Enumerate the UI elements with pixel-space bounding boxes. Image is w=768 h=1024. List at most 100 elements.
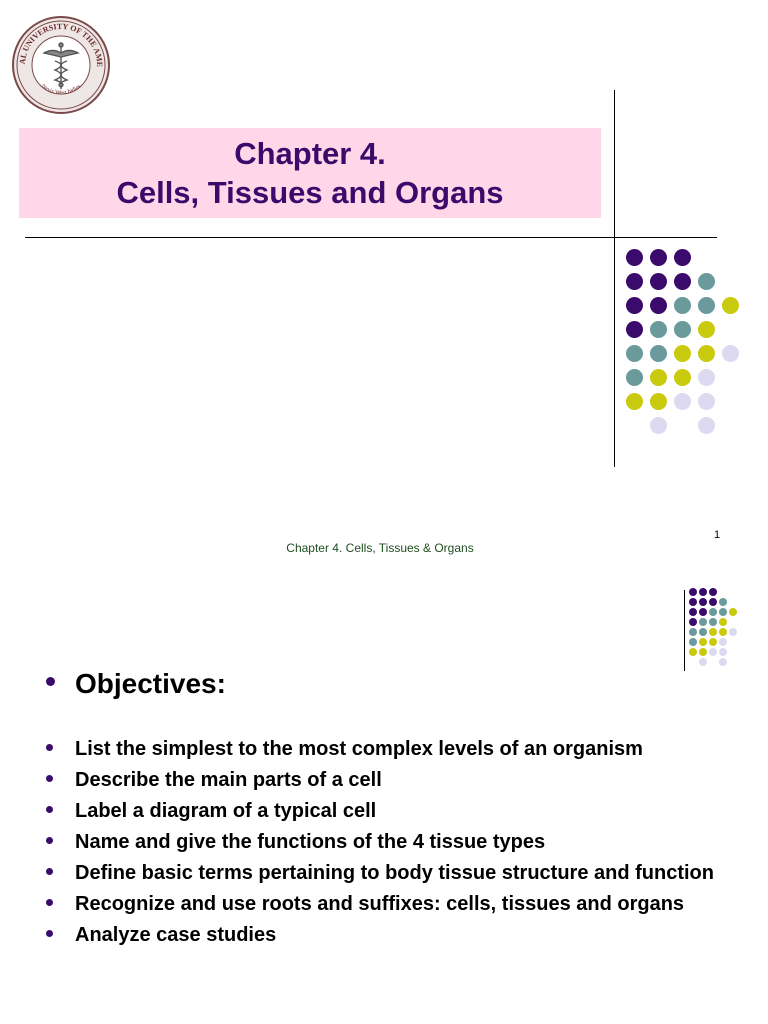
dot-purple: [674, 273, 691, 290]
objective-text: Analyze case studies: [75, 924, 277, 946]
dot-purple: [699, 608, 707, 616]
dot-lavender: [698, 369, 715, 386]
university-seal-logo: MEDICAL UNIVERSITY OF THE AMERICAS Nevis…: [11, 15, 110, 114]
dot-purple: [709, 598, 717, 606]
dot-lavender: [698, 393, 715, 410]
objective-item: Analyze case studies: [46, 920, 761, 951]
dot-yellow: [698, 321, 715, 338]
bullet-icon: [46, 676, 55, 686]
objectives-heading-text: Objectives:: [75, 668, 226, 699]
bullet-icon: [46, 929, 53, 937]
dot-yellow: [689, 648, 697, 656]
dot-yellow: [719, 628, 727, 636]
title-line-1: Chapter 4.: [234, 136, 386, 171]
dot-yellow: [709, 638, 717, 646]
dot-lavender: [674, 393, 691, 410]
dot-teal: [709, 608, 717, 616]
objective-text: Label a diagram of a typical cell: [75, 800, 377, 822]
dot-purple: [650, 273, 667, 290]
objectives-section: Objectives: List the simplest to the mos…: [46, 668, 761, 951]
dot-lavender: [650, 417, 667, 434]
dot-yellow: [626, 393, 643, 410]
objective-item: Name and give the functions of the 4 tis…: [46, 827, 761, 858]
dot-purple: [689, 608, 697, 616]
objectives-list: List the simplest to the most complex le…: [46, 734, 761, 951]
objective-item: Describe the main parts of a cell: [46, 765, 761, 796]
objective-item: Label a diagram of a typical cell: [46, 796, 761, 827]
caduceus-icon: [42, 42, 80, 89]
objective-item: Define basic terms pertaining to body ti…: [46, 858, 761, 889]
dot-purple: [650, 297, 667, 314]
dot-purple: [709, 588, 717, 596]
dot-purple: [689, 598, 697, 606]
objective-text: Name and give the functions of the 4 tis…: [75, 831, 546, 853]
dot-teal: [699, 628, 707, 636]
dot-lavender: [719, 638, 727, 646]
dot-yellow: [699, 638, 707, 646]
objective-item: List the simplest to the most complex le…: [46, 734, 761, 765]
dot-lavender: [699, 658, 707, 666]
dot-purple: [626, 297, 643, 314]
dot-lavender: [698, 417, 715, 434]
dot-lavender: [719, 658, 727, 666]
dot-teal: [674, 297, 691, 314]
dot-lavender: [709, 648, 717, 656]
decorative-dot-grid: [626, 249, 746, 439]
dot-teal: [689, 628, 697, 636]
dot-purple: [699, 598, 707, 606]
title-box: Chapter 4. Cells, Tissues and Organs: [19, 128, 601, 218]
dot-teal: [689, 638, 697, 646]
dot-teal: [674, 321, 691, 338]
vertical-divider: [614, 90, 615, 467]
objective-text: List the simplest to the most complex le…: [75, 738, 643, 760]
dot-yellow: [650, 393, 667, 410]
dot-yellow: [719, 618, 727, 626]
bullet-icon: [46, 743, 53, 751]
bullet-icon: [46, 774, 53, 782]
dot-yellow: [699, 648, 707, 656]
dot-teal: [650, 321, 667, 338]
dot-teal: [650, 345, 667, 362]
dot-lavender: [719, 648, 727, 656]
dot-teal: [709, 618, 717, 626]
dot-yellow: [674, 345, 691, 362]
dot-purple: [626, 273, 643, 290]
dot-yellow: [709, 628, 717, 636]
dot-teal: [699, 618, 707, 626]
dot-purple: [689, 588, 697, 596]
objective-text: Describe the main parts of a cell: [75, 769, 382, 791]
small-decorative-dot-grid: [689, 588, 753, 668]
objective-text: Define basic terms pertaining to body ti…: [75, 862, 714, 884]
dot-purple: [626, 249, 643, 266]
dot-teal: [626, 345, 643, 362]
small-vertical-divider: [684, 590, 685, 671]
slide-footer: Chapter 4. Cells, Tissues & Organs: [286, 541, 474, 555]
dot-purple: [689, 618, 697, 626]
dot-yellow: [722, 297, 739, 314]
dot-purple: [626, 321, 643, 338]
dot-yellow: [698, 345, 715, 362]
dot-teal: [719, 608, 727, 616]
dot-teal: [719, 598, 727, 606]
dot-lavender: [729, 628, 737, 636]
dot-purple: [699, 588, 707, 596]
dot-purple: [650, 249, 667, 266]
dot-lavender: [722, 345, 739, 362]
title-line-2: Cells, Tissues and Organs: [116, 175, 504, 210]
dot-purple: [674, 249, 691, 266]
objective-item: Recognize and use roots and suffixes: ce…: [46, 889, 761, 920]
dot-yellow: [729, 608, 737, 616]
horizontal-divider: [25, 237, 717, 238]
page-number: 1: [714, 529, 721, 541]
bullet-icon: [46, 867, 53, 875]
objective-text: Recognize and use roots and suffixes: ce…: [75, 893, 685, 915]
dot-teal: [698, 297, 715, 314]
objectives-heading: Objectives:: [46, 668, 761, 700]
dot-teal: [698, 273, 715, 290]
bullet-icon: [46, 898, 53, 906]
dot-yellow: [674, 369, 691, 386]
bullet-icon: [46, 805, 53, 813]
dot-yellow: [650, 369, 667, 386]
dot-teal: [626, 369, 643, 386]
bullet-icon: [46, 836, 53, 844]
